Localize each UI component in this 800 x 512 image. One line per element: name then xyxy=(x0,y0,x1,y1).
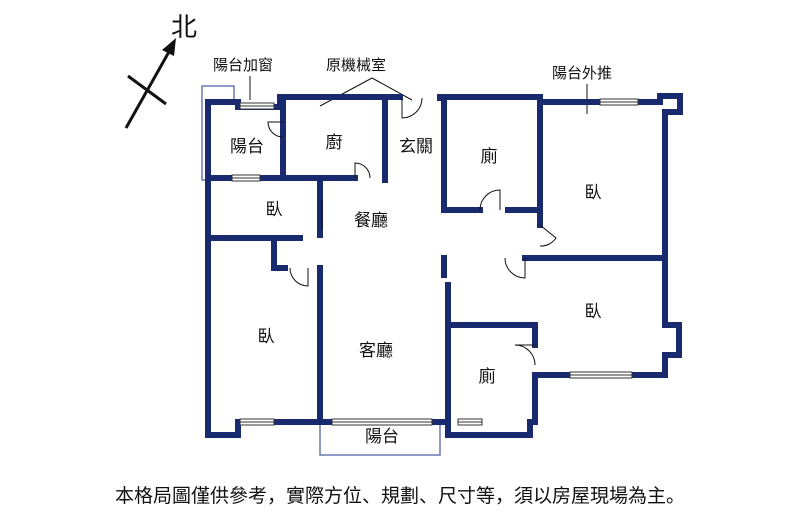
balcony-nw-outline xyxy=(201,85,235,181)
disclaimer-text: 本格局圖僅供參考，實際方位、規劃、尺寸等，須以房屋現場為主。 xyxy=(114,485,685,507)
room-dining: 餐廳 xyxy=(354,211,388,231)
room-bedroom-small: 臥 xyxy=(266,200,283,220)
north-arrow-head xyxy=(162,38,176,56)
room-living: 客廳 xyxy=(359,341,393,361)
door-balcony-kitchen xyxy=(267,121,284,138)
room-balcony-south: 陽台 xyxy=(365,427,399,447)
door-bedroom-ne xyxy=(539,224,557,247)
window-ne-bedroom xyxy=(599,98,639,106)
room-toilet-top: 廁 xyxy=(481,146,498,167)
room-bedroom-west: 臥 xyxy=(258,327,275,347)
doors xyxy=(267,97,557,366)
wall-bedroom-se-north xyxy=(445,322,538,348)
door-entrance xyxy=(401,97,423,119)
north-label: 北 xyxy=(171,13,197,43)
callout-machine-room-leader-a xyxy=(319,77,373,107)
door-toilet-bottom xyxy=(514,344,536,366)
window-nw-balcony xyxy=(239,102,275,110)
window-nw-lower xyxy=(231,174,261,182)
callout-balcony-window: 陽台加窗 xyxy=(213,56,273,74)
outer-wall-east xyxy=(437,93,683,261)
callout-machine-room-leader-b xyxy=(371,77,413,101)
window-living-balcony xyxy=(331,418,433,426)
door-west-bedroom xyxy=(289,267,309,287)
floor-plan: 北 陽台加窗 原機械室 陽台外推 xyxy=(124,13,683,456)
room-kitchen: 廚 xyxy=(326,132,343,153)
outer-wall-north-west xyxy=(205,94,403,110)
room-toilet-bottom: 廁 xyxy=(479,366,496,387)
door-kitchen xyxy=(354,162,371,179)
room-balcony-nw: 陽台 xyxy=(230,137,264,157)
room-bedroom-ne: 臥 xyxy=(585,183,602,203)
window-bottom-toilet xyxy=(457,418,483,426)
room-labels: 陽台 廚 玄關 廁 臥 臥 餐廳 臥 客廳 臥 廁 陽台 xyxy=(230,132,602,447)
window-se-bedroom xyxy=(569,371,633,379)
room-bedroom-se: 臥 xyxy=(585,302,602,322)
outer-wall-west xyxy=(205,99,682,438)
door-bedroom-se xyxy=(504,257,526,279)
balcony-outlines xyxy=(201,85,441,456)
wall-west-bedroom-north xyxy=(271,235,288,271)
window-west-bedroom xyxy=(239,418,275,426)
balcony-south-outline xyxy=(319,422,441,456)
room-entrance: 玄關 xyxy=(399,137,433,157)
door-toilet-top xyxy=(479,189,501,211)
north-arrow xyxy=(124,38,176,129)
north-arrow-crossbar xyxy=(127,74,167,106)
windows xyxy=(231,98,639,426)
walls xyxy=(205,93,683,438)
callout-balcony-extend: 陽台外推 xyxy=(552,64,612,82)
callout-machine-room: 原機械室 xyxy=(326,56,386,74)
